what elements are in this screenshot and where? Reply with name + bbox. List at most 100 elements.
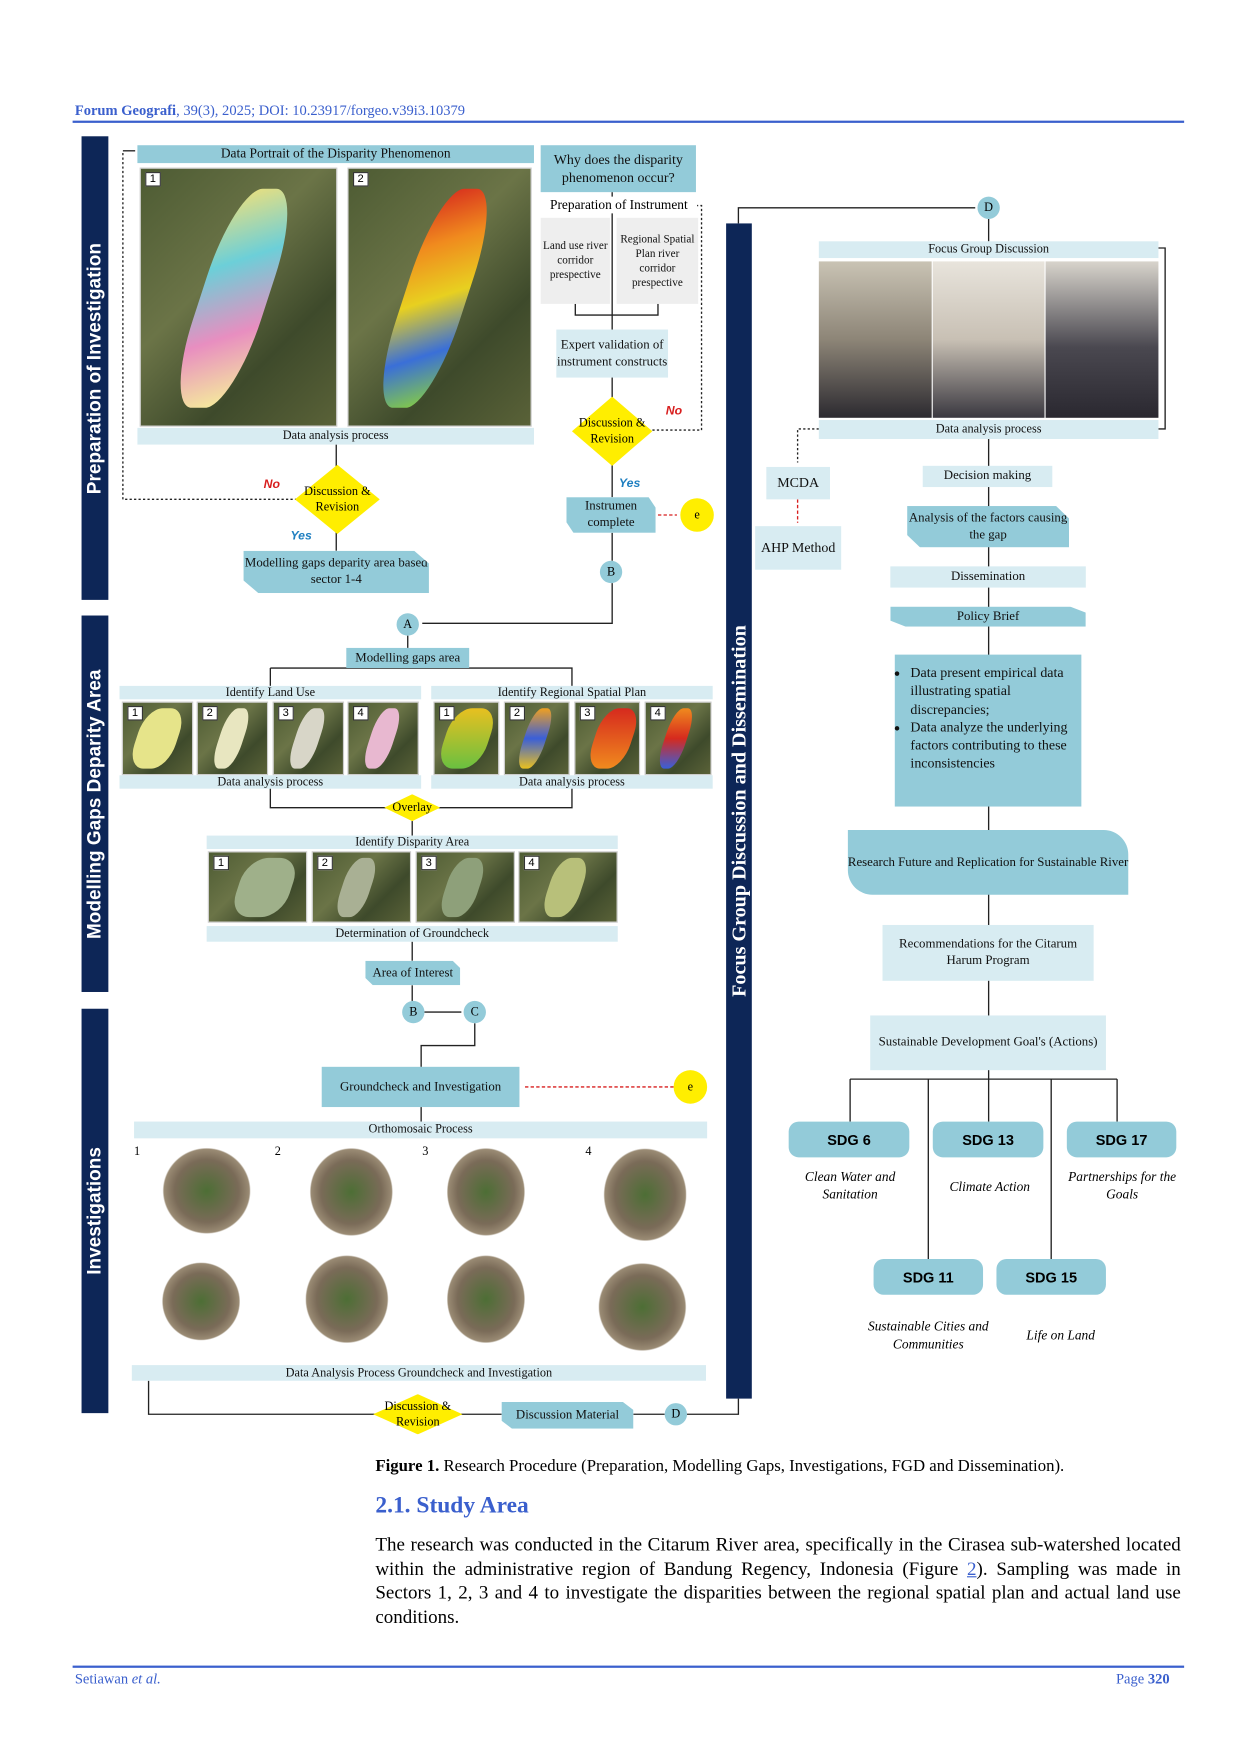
discussion-revision-decision-3: Discussion & Revision	[373, 1394, 462, 1434]
ortho-label-4: 4	[585, 1145, 592, 1159]
sdg-11-box: SDG 11	[873, 1258, 984, 1295]
figure-2-link[interactable]: 2	[967, 1557, 977, 1580]
preparation-instrument-label: Preparation of Instrument	[540, 196, 698, 214]
regional-map-2: 2	[503, 701, 570, 776]
land-use-analysis-bar: Data analysis process	[119, 775, 422, 789]
ortho-image-2	[303, 1141, 399, 1243]
fgd-photo-2	[932, 261, 1045, 418]
land-use-map-4: 4	[347, 701, 419, 776]
research-future-box: Research Future and Replication for Sust…	[847, 830, 1128, 895]
dissemination-box: Dissemination	[890, 566, 1086, 588]
journal-name[interactable]: Forum Geografi	[74, 101, 177, 119]
page-number: Page 320	[1115, 1670, 1170, 1687]
discussion-revision-decision: Discussion & Revision	[572, 397, 652, 466]
land-use-map-2: 2	[196, 701, 269, 776]
regional-analysis-bar: Data analysis process	[431, 775, 713, 789]
connector-e: e	[680, 498, 714, 532]
policy-brief-content: Data present empirical data illustrating…	[894, 654, 1082, 807]
section-bar-modelling: Modelling Gaps Deparity Area	[81, 615, 109, 992]
area-of-interest-box: Area of Interest	[365, 960, 461, 986]
yes-label: Yes	[618, 477, 641, 491]
disparity-map-4: 4	[518, 851, 618, 923]
no-label-2: No	[263, 478, 281, 492]
regional-map-3: 3	[574, 701, 643, 776]
ortho-image-7	[441, 1248, 531, 1350]
sdg-15-label: Life on Land	[1026, 1327, 1095, 1343]
fgd-photo-1	[818, 261, 932, 418]
land-use-map-1: 1	[121, 701, 194, 776]
ortho-image-6	[299, 1248, 395, 1350]
running-header: Forum Geografi, 39(3), 2025; DOI: 10.239…	[75, 102, 465, 120]
why-question-box: Why does the disparity phenomenon occur?	[540, 145, 696, 193]
data-analysis-groundcheck-bar: Data Analysis Process Groundcheck and In…	[131, 1365, 707, 1381]
instrument-complete-box: Instrumen complete	[566, 497, 656, 533]
bullet-item: Data analyze the underlying factors cont…	[910, 718, 1076, 772]
ortho-label-2: 2	[274, 1145, 281, 1159]
data-portrait-header: Data Portrait of the Disparity Phenomeno…	[137, 145, 534, 164]
sdg-actions-box: Sustainable Development Goal's (Actions)	[870, 1015, 1106, 1071]
sdg-11-label: Sustainable Cities and Communities	[867, 1318, 989, 1352]
identify-land-use-bar: Identify Land Use	[119, 685, 422, 700]
no-label: No	[665, 404, 683, 418]
fgd-bar: Focus Group Discussion	[818, 241, 1159, 259]
connector-d-2: D	[977, 196, 1000, 219]
disparity-map-3: 3	[415, 851, 515, 923]
groundcheck-investigation-box: Groundcheck and Investigation	[321, 1066, 520, 1108]
ortho-image-8	[592, 1256, 693, 1358]
ortho-image-5	[156, 1256, 246, 1347]
modelling-gaps-sector-box: Modelling gaps deparity area based secto…	[243, 550, 429, 594]
determination-groundcheck-bar: Determination of Groundcheck	[206, 926, 618, 942]
citation: , 39(3), 2025; DOI: 10.23917/forgeo.v39i…	[176, 101, 466, 119]
figure-caption: Figure 1. Research Procedure (Preparatio…	[375, 1457, 1065, 1476]
ortho-image-1	[156, 1141, 257, 1240]
identify-regional-plan-bar: Identify Regional Spatial Plan	[431, 685, 713, 700]
fgd-photo-3	[1045, 261, 1159, 418]
sdg-13-label: Climate Action	[949, 1178, 1031, 1195]
connector-b: B	[599, 560, 623, 584]
fgd-analysis-bar: Data analysis process	[818, 420, 1159, 440]
factor-analysis-box: Analysis of the factors causing the gap	[907, 506, 1070, 548]
body-paragraph: The research was conducted in the Citaru…	[375, 1533, 1181, 1628]
disparity-map-1: 1	[207, 851, 308, 923]
land-use-map-3: 3	[272, 701, 345, 776]
connector-e-2: e	[673, 1070, 708, 1104]
section-heading: 2.1. Study Area	[375, 1491, 529, 1519]
modelling-gaps-area-box: Modelling gaps area	[346, 647, 470, 669]
ahp-method-box: AHP Method	[755, 526, 842, 570]
sdg-6-box: SDG 6	[788, 1121, 910, 1158]
map-land-use: 1	[139, 167, 338, 427]
connector-c: C	[463, 1000, 486, 1024]
orthomosaic-bar: Orthomosaic Process	[134, 1121, 708, 1139]
overlay-decision: Overlay	[384, 794, 440, 821]
identify-disparity-bar: Identify Disparity Area	[206, 835, 618, 849]
expert-validation-box: Expert validation of instrument construc…	[556, 329, 669, 378]
footer-author: Setiawan et al.	[74, 1670, 161, 1687]
ortho-label-1: 1	[134, 1145, 141, 1159]
connector-d: D	[664, 1403, 688, 1426]
section-bar-preparation: Preparation of Investigation	[81, 136, 109, 600]
regional-map-1: 1	[433, 701, 500, 776]
sdg-13-box: SDG 13	[932, 1121, 1044, 1158]
decision-making-box: Decision making	[922, 465, 1053, 488]
sdg-15-box: SDG 15	[996, 1258, 1106, 1295]
map-regional-plan: 2	[347, 167, 532, 427]
connector-b-2: B	[402, 1000, 425, 1024]
sdg-6-label: Clean Water and Sanitation	[804, 1168, 896, 1203]
section-bar-fgd: Focus Group Discussion and Dissemination	[726, 223, 752, 1399]
header-rule	[72, 120, 1185, 123]
ortho-label-3: 3	[422, 1145, 429, 1159]
mcda-box: MCDA	[766, 466, 831, 500]
land-use-perspective-box: Land use river corridor prespective	[540, 217, 610, 304]
discussion-material-box: Discussion Material	[501, 1401, 634, 1429]
regional-map-4: 4	[644, 701, 712, 776]
sdg-17-label: Partnerships for the Goals	[1068, 1168, 1177, 1203]
footer-rule	[72, 1665, 1185, 1668]
ortho-image-4	[597, 1141, 693, 1248]
ortho-image-3	[441, 1141, 531, 1243]
policy-brief-box: Policy Brief	[890, 606, 1086, 627]
section-bar-investigations: Investigations	[81, 1008, 109, 1414]
disparity-map-2: 2	[311, 851, 412, 923]
bullet-item: Data present empirical data illustrating…	[910, 664, 1076, 718]
regional-plan-perspective-box: Regional Spatial Plan river corridor pre…	[616, 217, 699, 304]
recommendations-box: Recommendations for the Citarum Harum Pr…	[882, 924, 1094, 981]
